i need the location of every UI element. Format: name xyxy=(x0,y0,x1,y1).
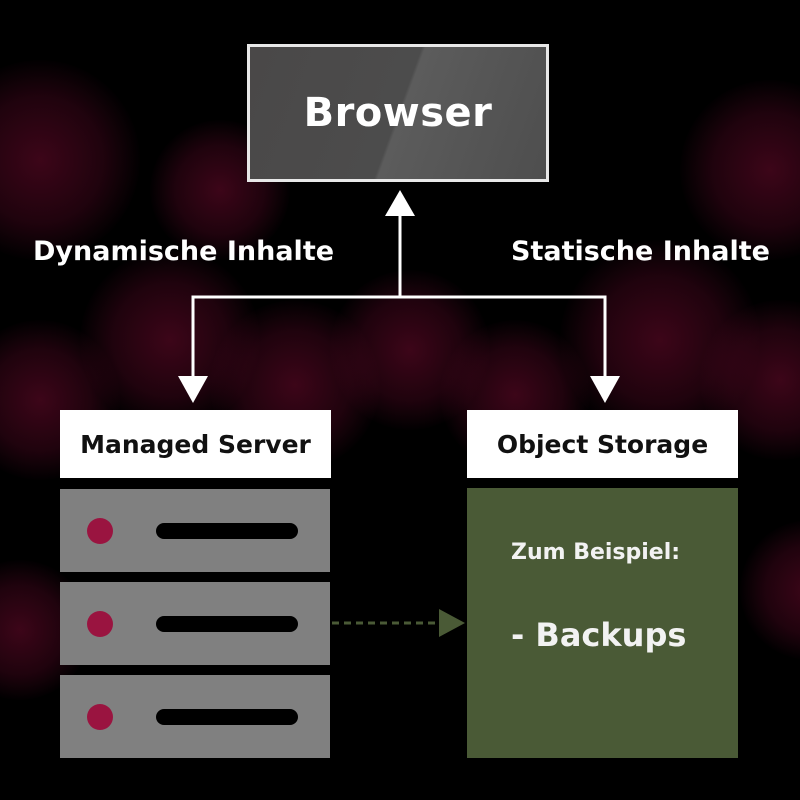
managed-server-header: Managed Server xyxy=(60,410,331,478)
managed-server-label: Managed Server xyxy=(80,429,311,459)
object-storage-label: Object Storage xyxy=(496,429,709,459)
arrow-up-to-browser-icon xyxy=(385,190,415,216)
arrow-right-to-storage-icon xyxy=(439,609,465,637)
static-content-label: Statische Inhalte xyxy=(511,236,770,267)
browser-node: Browser xyxy=(247,44,549,182)
status-led-icon xyxy=(87,704,113,730)
server-unit xyxy=(60,489,330,572)
drive-slot-icon xyxy=(156,523,298,539)
storage-example-heading: Zum Beispiel: xyxy=(511,540,681,565)
object-storage-header: Object Storage xyxy=(467,410,738,478)
object-storage-node: Zum Beispiel: - Backups xyxy=(467,488,738,758)
browser-label: Browser xyxy=(303,90,493,136)
arrow-down-to-server-icon xyxy=(178,376,208,403)
server-unit xyxy=(60,582,330,665)
arrow-down-to-storage-icon xyxy=(590,376,620,403)
server-unit xyxy=(60,675,330,758)
status-led-icon xyxy=(87,518,113,544)
status-led-icon xyxy=(87,611,113,637)
drive-slot-icon xyxy=(156,709,298,725)
dynamic-content-label: Dynamische Inhalte xyxy=(33,236,335,267)
drive-slot-icon xyxy=(156,616,298,632)
storage-example-item: - Backups xyxy=(511,616,687,654)
branch-line xyxy=(191,295,607,378)
